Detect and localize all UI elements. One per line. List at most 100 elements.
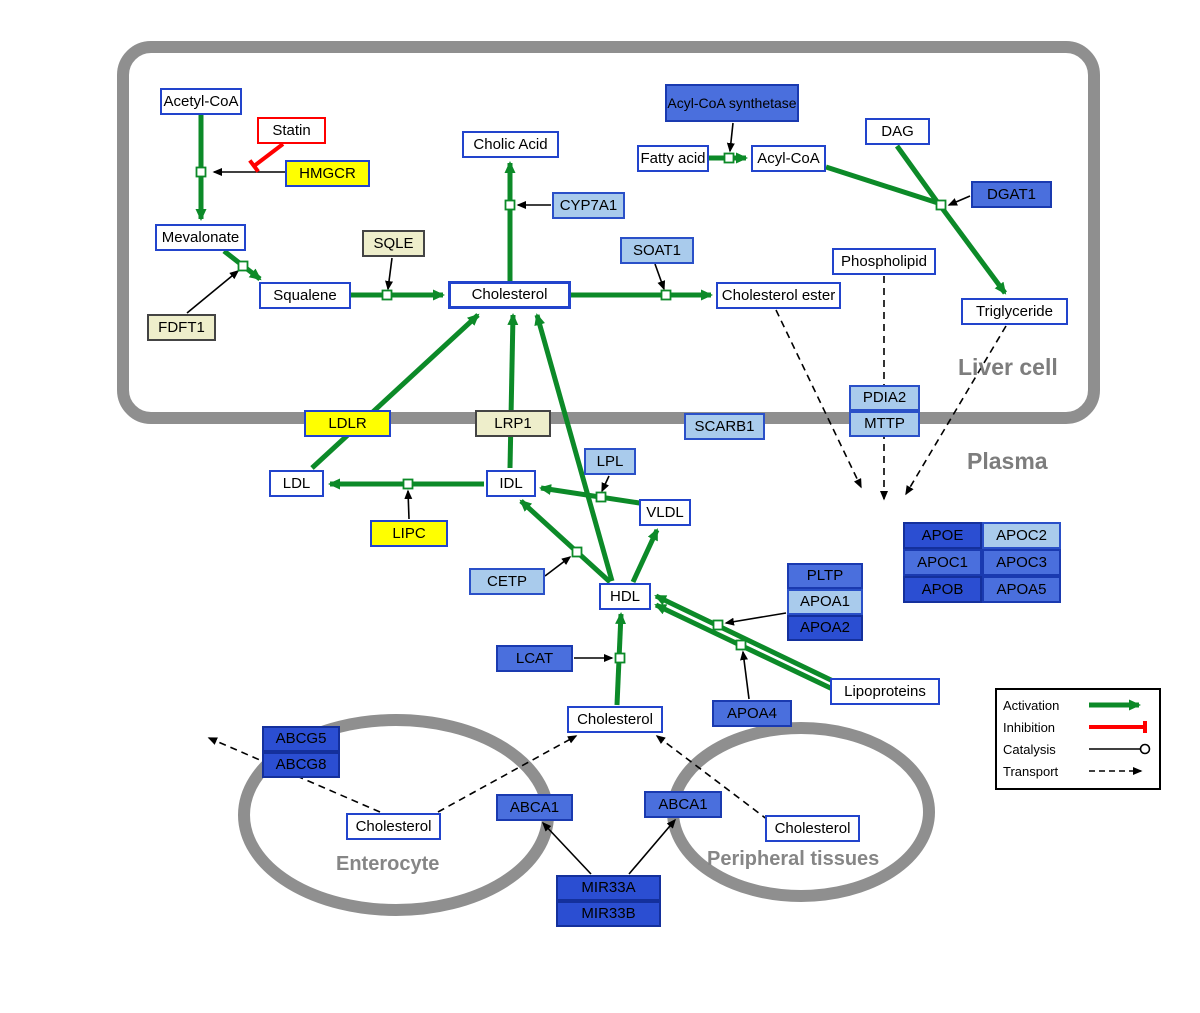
node-apoa4[interactable]: APOA4 — [712, 700, 792, 727]
node-squalene[interactable]: Squalene — [259, 282, 351, 309]
reaction-node — [595, 491, 607, 503]
edge-acylcoa-synthetase-catalysis — [726, 122, 735, 153]
node-statin[interactable]: Statin — [257, 117, 326, 144]
node-acyl-coa[interactable]: Acyl-CoA — [751, 145, 826, 172]
node-vldl[interactable]: VLDL — [639, 499, 691, 526]
node-mttp[interactable]: MTTP — [849, 411, 920, 437]
edge-junction-to-triglyceride — [939, 206, 1008, 295]
edge-idl-to-cholesterol-via-lrp1 — [507, 313, 519, 469]
node-pltp[interactable]: PLTP — [787, 563, 863, 589]
edge-lipoproteins-to-hdl-upper — [654, 593, 835, 684]
edge-dgat1-catalysis — [947, 195, 971, 206]
node-fatty-acid[interactable]: Fatty acid — [637, 145, 709, 172]
edge-lipoproteins-to-hdl-lower — [654, 602, 845, 697]
edge-triglyceride-to-plasma-transport — [905, 325, 1007, 496]
node-ldlr[interactable]: LDLR — [304, 410, 391, 437]
edge-hdl-to-idl-via-cetp — [519, 499, 612, 584]
node-mevalonate[interactable]: Mevalonate — [155, 224, 246, 251]
edge-sqle-catalysis — [385, 257, 393, 291]
node-abca1-peripheral[interactable]: ABCA1 — [644, 791, 722, 818]
activation-arrow-icon — [1089, 699, 1141, 711]
node-cholic-acid[interactable]: Cholic Acid — [462, 131, 559, 158]
node-abcg5[interactable]: ABCG5 — [262, 726, 340, 752]
reaction-node — [504, 199, 516, 211]
edge-mir33a-to-abca1-enterocyte — [541, 821, 592, 875]
legend-row-inhibition: Inhibition — [1003, 716, 1153, 738]
node-cholesterol-enterocyte[interactable]: Cholesterol — [346, 813, 441, 840]
edge-mir33b-to-abca1-peripheral — [628, 818, 676, 875]
node-cholesterol-peripheral[interactable]: Cholesterol — [765, 815, 860, 842]
edge-fdft1-catalysis — [186, 270, 240, 314]
node-apoa1[interactable]: APOA1 — [787, 589, 863, 615]
node-apob[interactable]: APOB — [903, 576, 982, 603]
node-cetp[interactable]: CETP — [469, 568, 545, 595]
reaction-nodes — [195, 152, 947, 664]
edge-cetp-catalysis — [544, 556, 572, 577]
reaction-node — [571, 546, 583, 558]
edge-cholesterolester-to-plasma-transport — [775, 309, 862, 489]
liver-cell-label: Liver cell — [958, 354, 1058, 380]
node-cholesterol-plasma[interactable]: Cholesterol — [567, 706, 663, 733]
edge-enterocyte-cholesterol-to-plasma-transport — [437, 735, 578, 813]
node-pdia2[interactable]: PDIA2 — [849, 385, 920, 411]
node-ldl[interactable]: LDL — [269, 470, 324, 497]
node-lipc[interactable]: LIPC — [370, 520, 448, 547]
node-phospholipid[interactable]: Phospholipid — [832, 248, 936, 275]
node-mir33b[interactable]: MIR33B — [556, 901, 661, 927]
node-apoe[interactable]: APOE — [903, 522, 982, 549]
plasma-label: Plasma — [967, 448, 1048, 474]
node-fdft1[interactable]: FDFT1 — [147, 314, 216, 341]
reaction-node — [381, 289, 393, 301]
legend-transport-label: Transport — [1003, 763, 1059, 779]
node-dgat1[interactable]: DGAT1 — [971, 181, 1052, 208]
transport-dashed-arrow-icon — [1089, 767, 1143, 775]
reaction-node — [723, 152, 735, 164]
statin-inhibition-tee — [248, 159, 260, 173]
node-sqle[interactable]: SQLE — [362, 230, 425, 257]
node-cholesterol-liver[interactable]: Cholesterol — [448, 281, 571, 309]
reaction-node — [614, 652, 626, 664]
node-lcat[interactable]: LCAT — [496, 645, 573, 672]
node-lipoproteins[interactable]: Lipoproteins — [830, 678, 940, 705]
node-cholesterol-ester[interactable]: Cholesterol ester — [716, 282, 841, 309]
node-scarb1[interactable]: SCARB1 — [684, 413, 765, 440]
peripheral-tissues-label: Peripheral tissues — [707, 848, 880, 870]
node-dag[interactable]: DAG — [865, 118, 930, 145]
node-idl[interactable]: IDL — [486, 470, 536, 497]
node-acetyl-coa[interactable]: Acetyl-CoA — [160, 88, 242, 115]
legend-activation-label: Activation — [1003, 697, 1060, 713]
node-abcg8[interactable]: ABCG8 — [262, 752, 340, 778]
liver-cell-membrane — [117, 41, 1100, 424]
node-apoc1[interactable]: APOC1 — [903, 549, 982, 576]
reaction-node — [660, 289, 672, 301]
reaction-node — [735, 639, 747, 651]
node-acyl-coa-synthetase[interactable]: Acyl-CoA synthetase — [665, 84, 799, 122]
legend-inhibition-label: Inhibition — [1003, 719, 1056, 735]
reaction-node — [402, 478, 414, 490]
node-apoc3[interactable]: APOC3 — [982, 549, 1061, 576]
edge-statin-inhibits-hmgcr — [252, 142, 285, 168]
edge-lpl-catalysis — [601, 475, 610, 493]
reaction-node — [712, 619, 724, 631]
node-lpl[interactable]: LPL — [584, 448, 636, 475]
edge-acylcoa-to-dgat1-junction — [825, 164, 939, 206]
node-soat1[interactable]: SOAT1 — [620, 237, 694, 264]
node-mir33a[interactable]: MIR33A — [556, 875, 661, 901]
node-hmgcr[interactable]: HMGCR — [285, 160, 370, 187]
node-apoc2[interactable]: APOC2 — [982, 522, 1061, 549]
node-apoa5[interactable]: APOA5 — [982, 576, 1061, 603]
node-triglyceride[interactable]: Triglyceride — [961, 298, 1068, 325]
node-hdl[interactable]: HDL — [599, 583, 651, 610]
edge-dag-to-dgat1-junction — [894, 144, 941, 205]
inhibition-edges — [248, 142, 285, 173]
node-lrp1[interactable]: LRP1 — [475, 410, 551, 437]
legend-catalysis-label: Catalysis — [1003, 741, 1056, 757]
node-abca1-enterocyte[interactable]: ABCA1 — [496, 794, 573, 821]
node-apoa2[interactable]: APOA2 — [787, 615, 863, 641]
legend-row-catalysis: Catalysis — [1003, 738, 1153, 760]
edge-apoa4-catalysis — [740, 650, 750, 700]
catalysis-circle-icon — [1089, 743, 1151, 755]
node-cyp7a1[interactable]: CYP7A1 — [552, 192, 625, 219]
